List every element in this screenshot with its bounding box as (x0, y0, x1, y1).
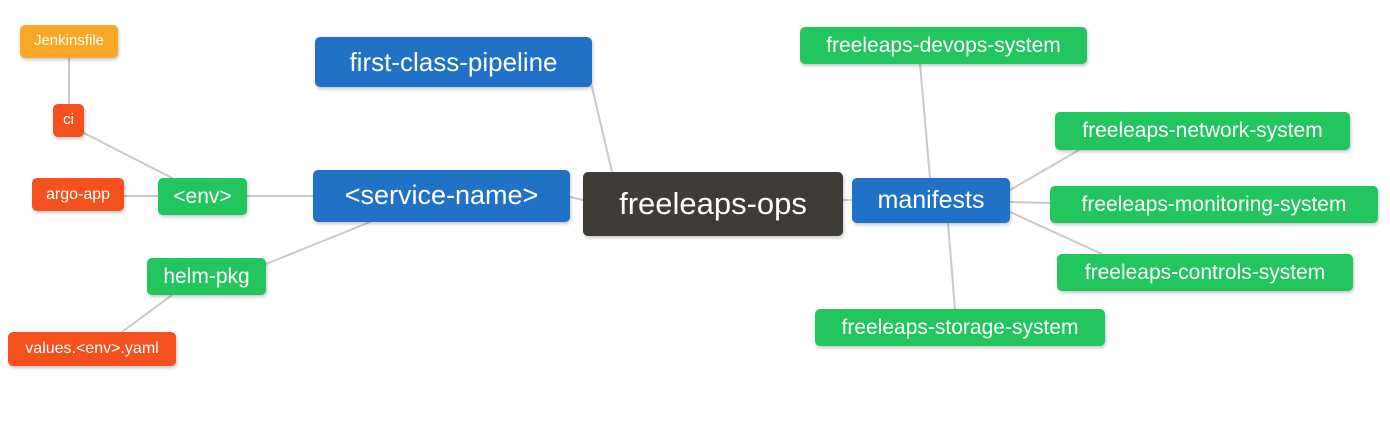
node-freeleaps-network-system[interactable]: freeleaps-network-system (1055, 112, 1350, 150)
edge-env-to-ci (83, 132, 177, 181)
edge-helm-pkg-to-values-env-yaml (121, 294, 173, 333)
node-freeleaps-controls-system[interactable]: freeleaps-controls-system (1057, 254, 1353, 291)
node-service-name[interactable]: <service-name> (313, 170, 570, 222)
node-label-helm-pkg: helm-pkg (163, 264, 250, 288)
edge-manifests-to-freeleaps-storage-system (947, 222, 956, 310)
node-label-jenkinsfile: Jenkinsfile (33, 32, 105, 50)
node-label-manifests: manifests (877, 185, 985, 214)
node-freeleaps-storage-system[interactable]: freeleaps-storage-system (815, 309, 1105, 346)
node-label-freeleaps-controls-system: freeleaps-controls-system (1084, 260, 1326, 284)
node-env[interactable]: <env> (158, 178, 247, 215)
node-argo-app[interactable]: argo-app (32, 178, 124, 211)
node-label-freeleaps-network-system: freeleaps-network-system (1082, 119, 1323, 143)
edge-manifests-to-freeleaps-devops-system (919, 63, 931, 179)
node-label-argo-app: argo-app (45, 185, 111, 203)
node-freeleaps-devops-system[interactable]: freeleaps-devops-system (800, 27, 1087, 64)
edge-manifests-to-freeleaps-monitoring-system (1009, 201, 1051, 204)
node-label-first-class-pipeline: first-class-pipeline (349, 46, 558, 77)
node-jenkinsfile[interactable]: Jenkinsfile (20, 25, 118, 58)
node-values-env-yaml[interactable]: values.<env>.yaml (8, 332, 176, 366)
node-label-values-env-yaml: values.<env>.yaml (25, 340, 159, 358)
node-freeleaps-ops[interactable]: freeleaps-ops (583, 172, 843, 236)
node-label-freeleaps-monitoring-system: freeleaps-monitoring-system (1081, 192, 1347, 216)
edge-freeleaps-ops-to-service-name (569, 196, 584, 201)
node-label-freeleaps-ops: freeleaps-ops (619, 185, 807, 221)
node-label-freeleaps-devops-system: freeleaps-devops-system (826, 33, 1061, 57)
node-freeleaps-monitoring-system[interactable]: freeleaps-monitoring-system (1050, 186, 1378, 223)
edge-service-name-to-helm-pkg (265, 221, 371, 265)
node-label-env: <env> (173, 184, 232, 208)
edge-freeleaps-ops-to-first-class-pipeline (591, 86, 613, 173)
node-label-ci: ci (63, 111, 74, 129)
node-manifests[interactable]: manifests (852, 178, 1010, 223)
node-first-class-pipeline[interactable]: first-class-pipeline (315, 37, 592, 87)
edge-manifests-to-freeleaps-network-system (1009, 149, 1080, 191)
node-helm-pkg[interactable]: helm-pkg (147, 258, 266, 295)
node-label-freeleaps-storage-system: freeleaps-storage-system (841, 315, 1079, 339)
node-ci[interactable]: ci (53, 104, 84, 137)
node-label-service-name: <service-name> (344, 180, 539, 211)
